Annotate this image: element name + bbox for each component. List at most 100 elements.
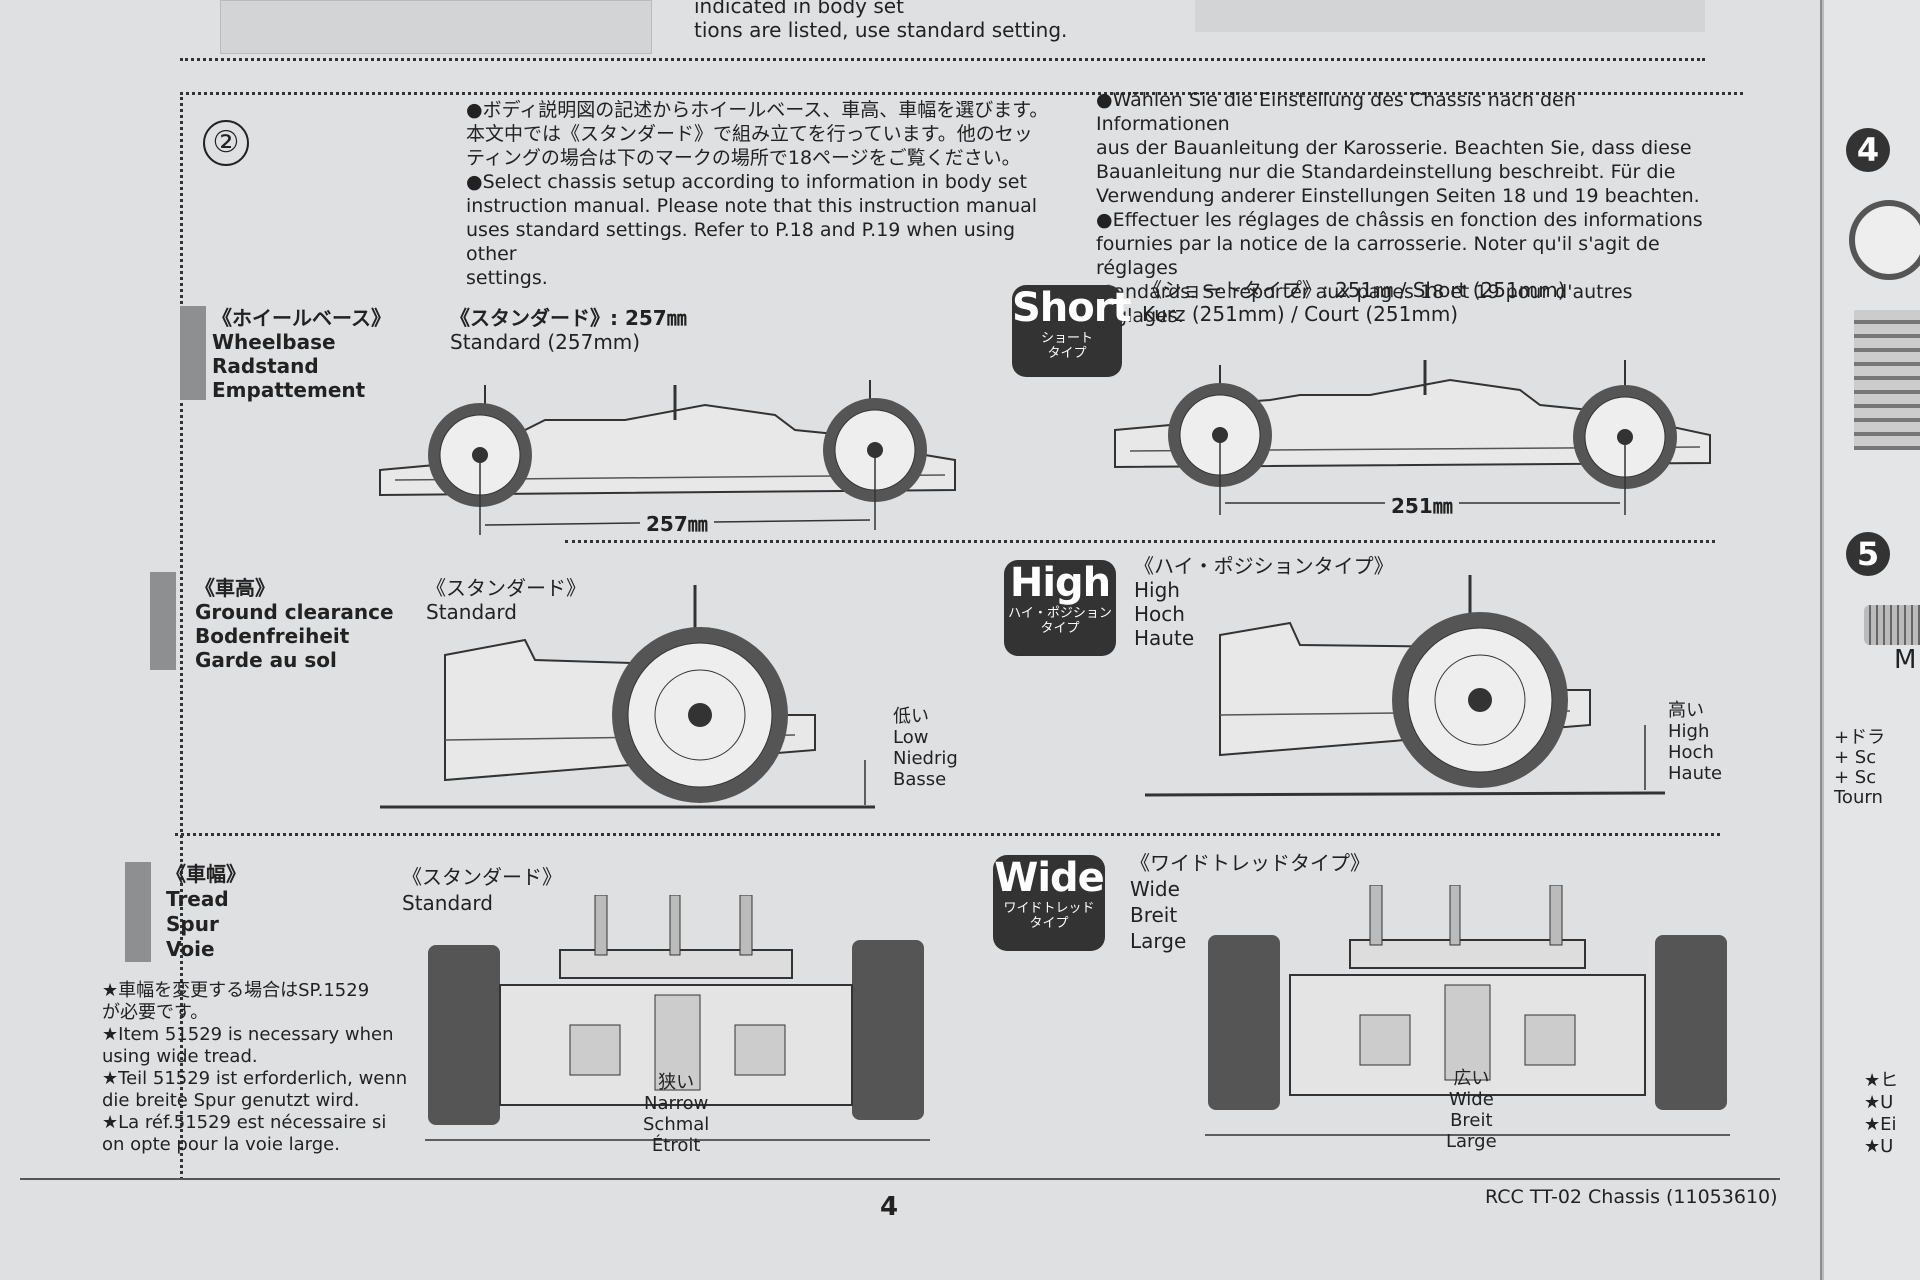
tread-note-line: ★車幅を変更する場合はSP.1529 <box>102 980 370 1001</box>
tread-note-line: using wide tread. <box>102 1046 258 1067</box>
wheelbase-title-de: Radstand <box>212 354 319 378</box>
gear-part-icon <box>1854 310 1920 450</box>
intro-de-line: Verwendung anderer Einstellungen Seiten … <box>1096 185 1700 207</box>
low-label-en: Low <box>893 727 929 748</box>
intro-jp-line: ●ボディ説明図の記述からホイールベース、車高、車幅を選びます。 <box>466 99 1049 121</box>
short-option-en: Kurz (251mm) / Court (251mm) <box>1142 302 1459 326</box>
tread-standard-diagram <box>425 895 930 1141</box>
right-star-line: ★Ei <box>1864 1114 1897 1135</box>
low-label: 低い Low Niedrig Basse <box>893 706 958 790</box>
tread-title-fr: Voie <box>166 937 215 961</box>
wide-label-jp: 広い <box>1453 1068 1490 1089</box>
high-label-jp: 高い <box>1668 700 1704 721</box>
wheelbase-standard-en: Standard (257mm) <box>450 330 641 354</box>
wide-badge-label: Wide <box>994 855 1105 901</box>
intro-de-line: Bauanleitung nur die Standardeinstellung… <box>1096 161 1676 183</box>
tread-title-en: Tread <box>166 887 229 911</box>
high-badge-label: High <box>1009 560 1111 606</box>
intro-jp-line: 本文中では《スタンダード》で組み立てを行っています。他のセッ <box>466 123 1033 145</box>
clearance-section-bar <box>150 572 176 670</box>
right-line: Tourn <box>1834 787 1883 808</box>
high-option-fr: Haute <box>1134 626 1195 650</box>
tread-standard-label: 《スタンダード》 Standard <box>402 864 562 916</box>
top-dotted-border <box>180 58 1705 61</box>
high-label-de: Hoch <box>1668 742 1714 763</box>
high-option-jp: 《ハイ・ポジションタイプ》 <box>1134 554 1394 578</box>
right-star-line: ★ヒ <box>1864 1070 1899 1091</box>
right-line: +ドラ <box>1834 727 1886 748</box>
intro-fr-line: ●Effectuer les réglages de châssis en fo… <box>1096 209 1703 231</box>
wide-option-de: Breit <box>1130 903 1178 927</box>
page-number: 4 <box>880 1192 899 1222</box>
wide-option-fr: Large <box>1130 929 1187 953</box>
high-type-badge: High ハイ・ポジション タイプ <box>1004 560 1116 656</box>
tread-note-line: が必要です。 <box>102 1002 209 1023</box>
manual-page: indicated in body set tions are listed, … <box>0 0 1820 1280</box>
model-footer: RCC TT-02 Chassis (11053610) <box>1485 1186 1778 1208</box>
low-label-de: Niedrig <box>893 748 958 769</box>
wheelbase-title-en: Wheelbase <box>212 330 336 354</box>
step-5-badge: 5 <box>1846 532 1890 576</box>
clearance-title-jp: 《車高》 <box>195 576 275 600</box>
page-bottom-rule <box>20 1178 1780 1180</box>
intro-en-line: settings. <box>466 267 548 289</box>
top-text-line1: indicated in body set <box>694 0 904 18</box>
section-divider <box>565 540 1715 543</box>
intro-en-line: ●Select chassis setup according to infor… <box>466 171 1027 193</box>
step-number: ② <box>203 120 249 166</box>
clearance-title-fr: Garde au sol <box>195 648 337 672</box>
low-label-jp: 低い <box>893 706 929 727</box>
narrow-label-jp: 狭い <box>658 1072 695 1093</box>
wheelbase-title-jp: 《ホイールベース》 <box>212 306 391 330</box>
right-lines: +ドラ + Sc + Sc Tourn <box>1834 728 1885 808</box>
previous-note-card <box>1195 0 1705 32</box>
wide-type-badge: Wide ワイドトレッド タイプ <box>993 855 1105 951</box>
section-divider <box>175 833 1720 836</box>
step-4-badge: 4 <box>1846 128 1890 172</box>
wheelbase-standard-label: 《スタンダード》: 257㎜ Standard (257mm) <box>450 306 687 354</box>
clearance-title-de: Bodenfreiheit <box>195 624 350 648</box>
tread-standard-en: Standard <box>402 891 493 915</box>
clearance-title: 《車高》 Ground clearance Bodenfreiheit Gard… <box>195 576 394 672</box>
narrow-label-en: Narrow <box>643 1093 709 1114</box>
wide-option-en: Wide <box>1130 877 1180 901</box>
tread-note-line: ★Teil 51529 ist erforderlich, wenn <box>102 1068 408 1089</box>
intro-de-fr: ●Wählen Sie die Einstellung des Chassis … <box>1096 88 1708 328</box>
tread-note-line: ★La réf.51529 est nécessaire si <box>102 1112 387 1133</box>
high-badge-jp: ハイ・ポジション <box>1008 606 1112 621</box>
right-line: + Sc <box>1834 747 1877 768</box>
tread-section-bar <box>125 862 151 962</box>
tread-wide-diagram <box>1205 885 1730 1136</box>
high-label: 高い High Hoch Haute <box>1668 700 1722 784</box>
top-text-line2: tions are listed, use standard setting. <box>694 18 1068 42</box>
tread-note-line: ★Item 51529 is necessary when <box>102 1024 394 1045</box>
nut-part-icon <box>1849 200 1920 280</box>
narrow-label-de: Schmal <box>643 1114 710 1135</box>
wide-label-de: Breit <box>1450 1110 1493 1131</box>
right-letter: M <box>1894 645 1917 675</box>
right-star-line: ★U <box>1864 1136 1894 1157</box>
tread-note-line: on opte pour la voie large. <box>102 1134 340 1155</box>
wheelbase-standard-jp: 《スタンダード》: 257㎜ <box>450 306 687 330</box>
right-line: + Sc <box>1834 767 1877 788</box>
narrow-label: 狭い Narrow Schmal Étroit <box>643 1072 709 1156</box>
wide-label-fr: Large <box>1446 1131 1497 1152</box>
screw-part-icon <box>1864 605 1920 645</box>
tread-title-de: Spur <box>166 912 219 936</box>
intro-de-line: aus der Bauanleitung der Karosserie. Bea… <box>1096 137 1692 159</box>
right-star-line: ★U <box>1864 1092 1894 1113</box>
intro-en-line: instruction manual. Please note that thi… <box>466 195 1038 217</box>
high-option-de: Hoch <box>1134 602 1185 626</box>
high-label-fr: Haute <box>1668 763 1723 784</box>
wide-label-en: Wide <box>1448 1089 1494 1110</box>
wide-option-label: 《ワイドトレッドタイプ》 Wide Breit Large <box>1130 850 1370 954</box>
clearance-standard-label: 《スタンダード》 Standard <box>426 576 586 624</box>
wide-label: 広い Wide Breit Large <box>1446 1068 1497 1152</box>
wide-option-jp: 《ワイドトレッドタイプ》 <box>1130 851 1370 875</box>
clearance-title-en: Ground clearance <box>195 600 394 624</box>
clearance-high-diagram <box>1144 575 1666 797</box>
intro-de-line: ●Wählen Sie die Einstellung des Chassis … <box>1096 89 1576 135</box>
previous-diagram-card <box>220 0 652 54</box>
short-badge-jp: ショート <box>1040 331 1093 346</box>
tread-title-jp: 《車幅》 <box>166 862 246 886</box>
